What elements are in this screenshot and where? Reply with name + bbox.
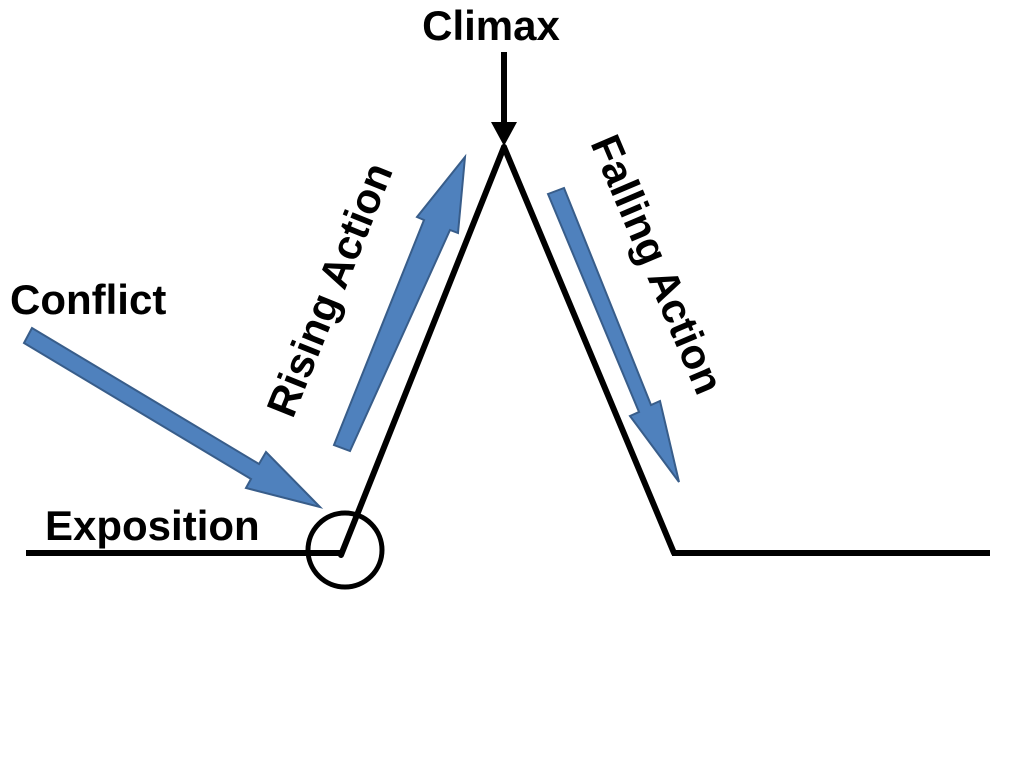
exposition-label: Exposition	[45, 502, 260, 549]
conflict-point-circle	[305, 510, 385, 590]
climax-label: Climax	[422, 2, 560, 49]
climax-arrow-head	[491, 122, 517, 146]
falling-action-arrow	[546, 186, 680, 483]
conflict-label: Conflict	[10, 276, 166, 323]
rising-line	[338, 144, 507, 558]
falling-line	[501, 144, 677, 556]
rising-action-arrow	[332, 153, 467, 453]
falling-action-label: Falling Action	[582, 128, 733, 401]
conflict-arrow	[22, 326, 324, 509]
